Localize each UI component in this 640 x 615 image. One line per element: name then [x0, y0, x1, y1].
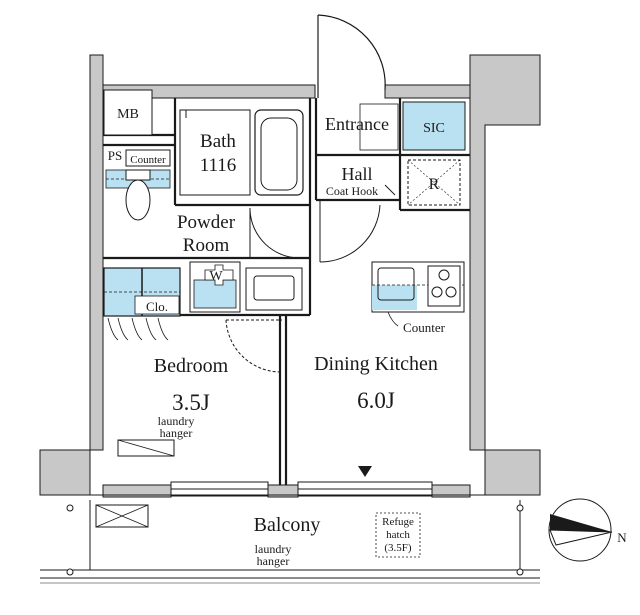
dining-kitchen-label: Dining Kitchen: [314, 353, 438, 375]
dining-kitchen-size-label: 6.0J: [357, 388, 395, 413]
laundry-hanger-bedroom: [117, 439, 175, 457]
balcony-label: Balcony: [254, 514, 321, 536]
top-wall-left: [102, 84, 316, 99]
refrigerator: R: [407, 159, 461, 206]
toilet: [125, 169, 151, 221]
interior-walls: [103, 98, 470, 485]
left-wall-foot: [39, 449, 91, 496]
right-wall: [469, 54, 541, 451]
entrance-label: Entrance: [325, 114, 389, 134]
entrance-door: [317, 14, 386, 98]
hall-door: [319, 200, 381, 263]
powder-counter-label: Counter: [130, 154, 166, 166]
kitchen-counter: Counter: [371, 261, 465, 335]
refuge-hatch-label-3: (3.5F): [384, 542, 412, 554]
balcony: [40, 494, 540, 584]
right-wall-foot: [484, 449, 541, 496]
bath-size-label: 1116: [200, 155, 237, 176]
refuge-hatch: Refuge hatch (3.5F): [375, 512, 421, 558]
hall-label: Hall: [342, 164, 373, 184]
powder-sink: [245, 267, 303, 311]
compass: N: [548, 498, 627, 562]
refuge-hatch-label-2: hatch: [386, 529, 410, 541]
closet-label: Clo.: [146, 299, 168, 314]
laundry-hanger-balcony-label-1: laundry: [255, 542, 292, 556]
laundry-hanger-balcony-label-2: hanger: [257, 554, 290, 568]
compass-north-label: N: [617, 530, 627, 545]
laundry-hanger-bedroom-label-2: hanger: [160, 426, 193, 440]
ps-label: PS: [108, 148, 122, 163]
bath: Bath 1116: [179, 109, 304, 196]
mb-label: MB: [117, 107, 139, 122]
bedroom-label: Bedroom: [154, 355, 229, 377]
refuge-hatch-label-1: Refuge: [382, 516, 414, 528]
washer: W: [189, 261, 241, 313]
bedroom-door: [225, 319, 283, 373]
powder-door: [249, 208, 301, 259]
bath-label: Bath: [200, 131, 236, 152]
closet: Clo.: [103, 267, 181, 341]
powder-room-label-1: Powder: [177, 212, 236, 233]
balcony-windows: [170, 481, 433, 497]
washer-label: W: [209, 269, 223, 284]
entry-marker-icon: [358, 466, 372, 477]
sic-label: SIC: [423, 121, 445, 136]
coat-hook-label: Coat Hook: [326, 184, 378, 198]
powder-room-label-2: Room: [183, 235, 230, 256]
kitchen-counter-label: Counter: [403, 320, 446, 335]
sic-closet: SIC: [402, 101, 466, 151]
laundry-hanger-bedroom-label-1: laundry: [158, 414, 195, 428]
top-wall-right: [384, 84, 476, 99]
left-wall: [39, 54, 104, 496]
refrigerator-label: R: [429, 176, 440, 193]
bedroom-size-label: 3.5J: [172, 390, 210, 415]
exterior-walls: [39, 54, 541, 498]
mb-closet: MB: [103, 89, 153, 136]
compass-arrow-icon: [550, 514, 612, 532]
